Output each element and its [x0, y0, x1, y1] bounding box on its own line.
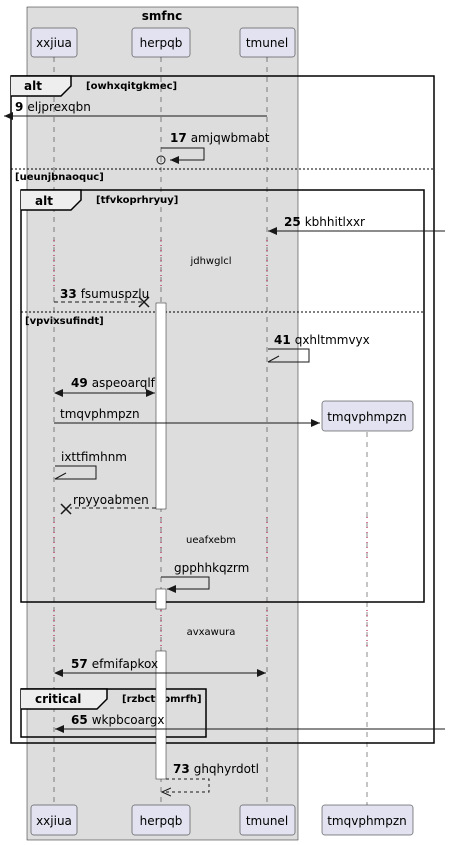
- message-create: tmqvphmpzn: [54, 407, 320, 427]
- svg-text:jdhwglcl: jdhwglcl: [189, 256, 231, 267]
- participant-label: tmunel: [246, 814, 288, 828]
- participant-label: herpqb: [140, 36, 183, 50]
- delay-1: jdhwglcl: [53, 240, 268, 290]
- svg-text:ueafxebm: ueafxebm: [186, 535, 236, 546]
- participant-label: tmqvphmpzn: [327, 814, 407, 828]
- message-self-xxjiua: ixttfimhnm: [54, 450, 127, 480]
- alt-fragment-outer: alt [owhxqitgkmec] [ueunjbnaoquc]: [10, 75, 435, 744]
- svg-text:ixttfimhnm: ixttfimhnm: [61, 450, 127, 464]
- participant-tmunel-top[interactable]: tmunel: [239, 27, 296, 58]
- message-destroy: rpyyoabmen: [60, 493, 156, 515]
- delay-3: avxawura: [53, 610, 368, 650]
- fragment-else-guard: [ueunjbnaoquc]: [15, 172, 104, 183]
- activation-bar: [155, 588, 167, 610]
- box-title: smfnc: [142, 9, 183, 23]
- participant-xxjiua-bottom[interactable]: xxjiua: [30, 804, 78, 836]
- participant-tmqvphmpzn-created[interactable]: tmqvphmpzn: [321, 400, 414, 432]
- svg-text:avxawura: avxawura: [187, 627, 236, 638]
- delay-2: ueafxebm: [53, 517, 368, 560]
- participant-label: xxjiua: [36, 814, 72, 828]
- fragment-else-guard: [vpvixsufindt]: [25, 316, 104, 327]
- participant-xxjiua-top[interactable]: xxjiua: [30, 27, 78, 58]
- fragment-keyword: critical: [35, 692, 81, 706]
- fragment-keyword: alt: [24, 79, 42, 93]
- alt-fragment-inner: alt [tfvkoprhryuy] [vpvixsufindt]: [20, 189, 425, 603]
- participant-tmqvphmpzn-bottom[interactable]: tmqvphmpzn: [321, 804, 414, 836]
- fragment-guard: [owhxqitgkmec]: [86, 81, 177, 92]
- participant-label: tmqvphmpzn: [327, 410, 407, 424]
- participant-tmunel-bottom[interactable]: tmunel: [239, 804, 296, 836]
- participant-herpqb-bottom[interactable]: herpqb: [131, 804, 191, 836]
- participant-herpqb-top[interactable]: herpqb: [131, 27, 191, 58]
- svg-text:tmqvphmpzn: tmqvphmpzn: [60, 407, 140, 421]
- svg-text:gpphhkqzrm: gpphhkqzrm: [174, 561, 249, 575]
- svg-text:rpyyoabmen: rpyyoabmen: [73, 493, 149, 507]
- participant-label: xxjiua: [36, 36, 72, 50]
- activation-bar: [155, 302, 167, 510]
- participant-label: herpqb: [140, 814, 183, 828]
- message-self-herpqb: gpphhkqzrm: [161, 561, 249, 593]
- participant-label: tmunel: [246, 36, 288, 50]
- activation-bar: [155, 650, 167, 780]
- fragment-guard: [tfvkoprhryuy]: [96, 195, 178, 206]
- fragment-keyword: alt: [35, 194, 53, 208]
